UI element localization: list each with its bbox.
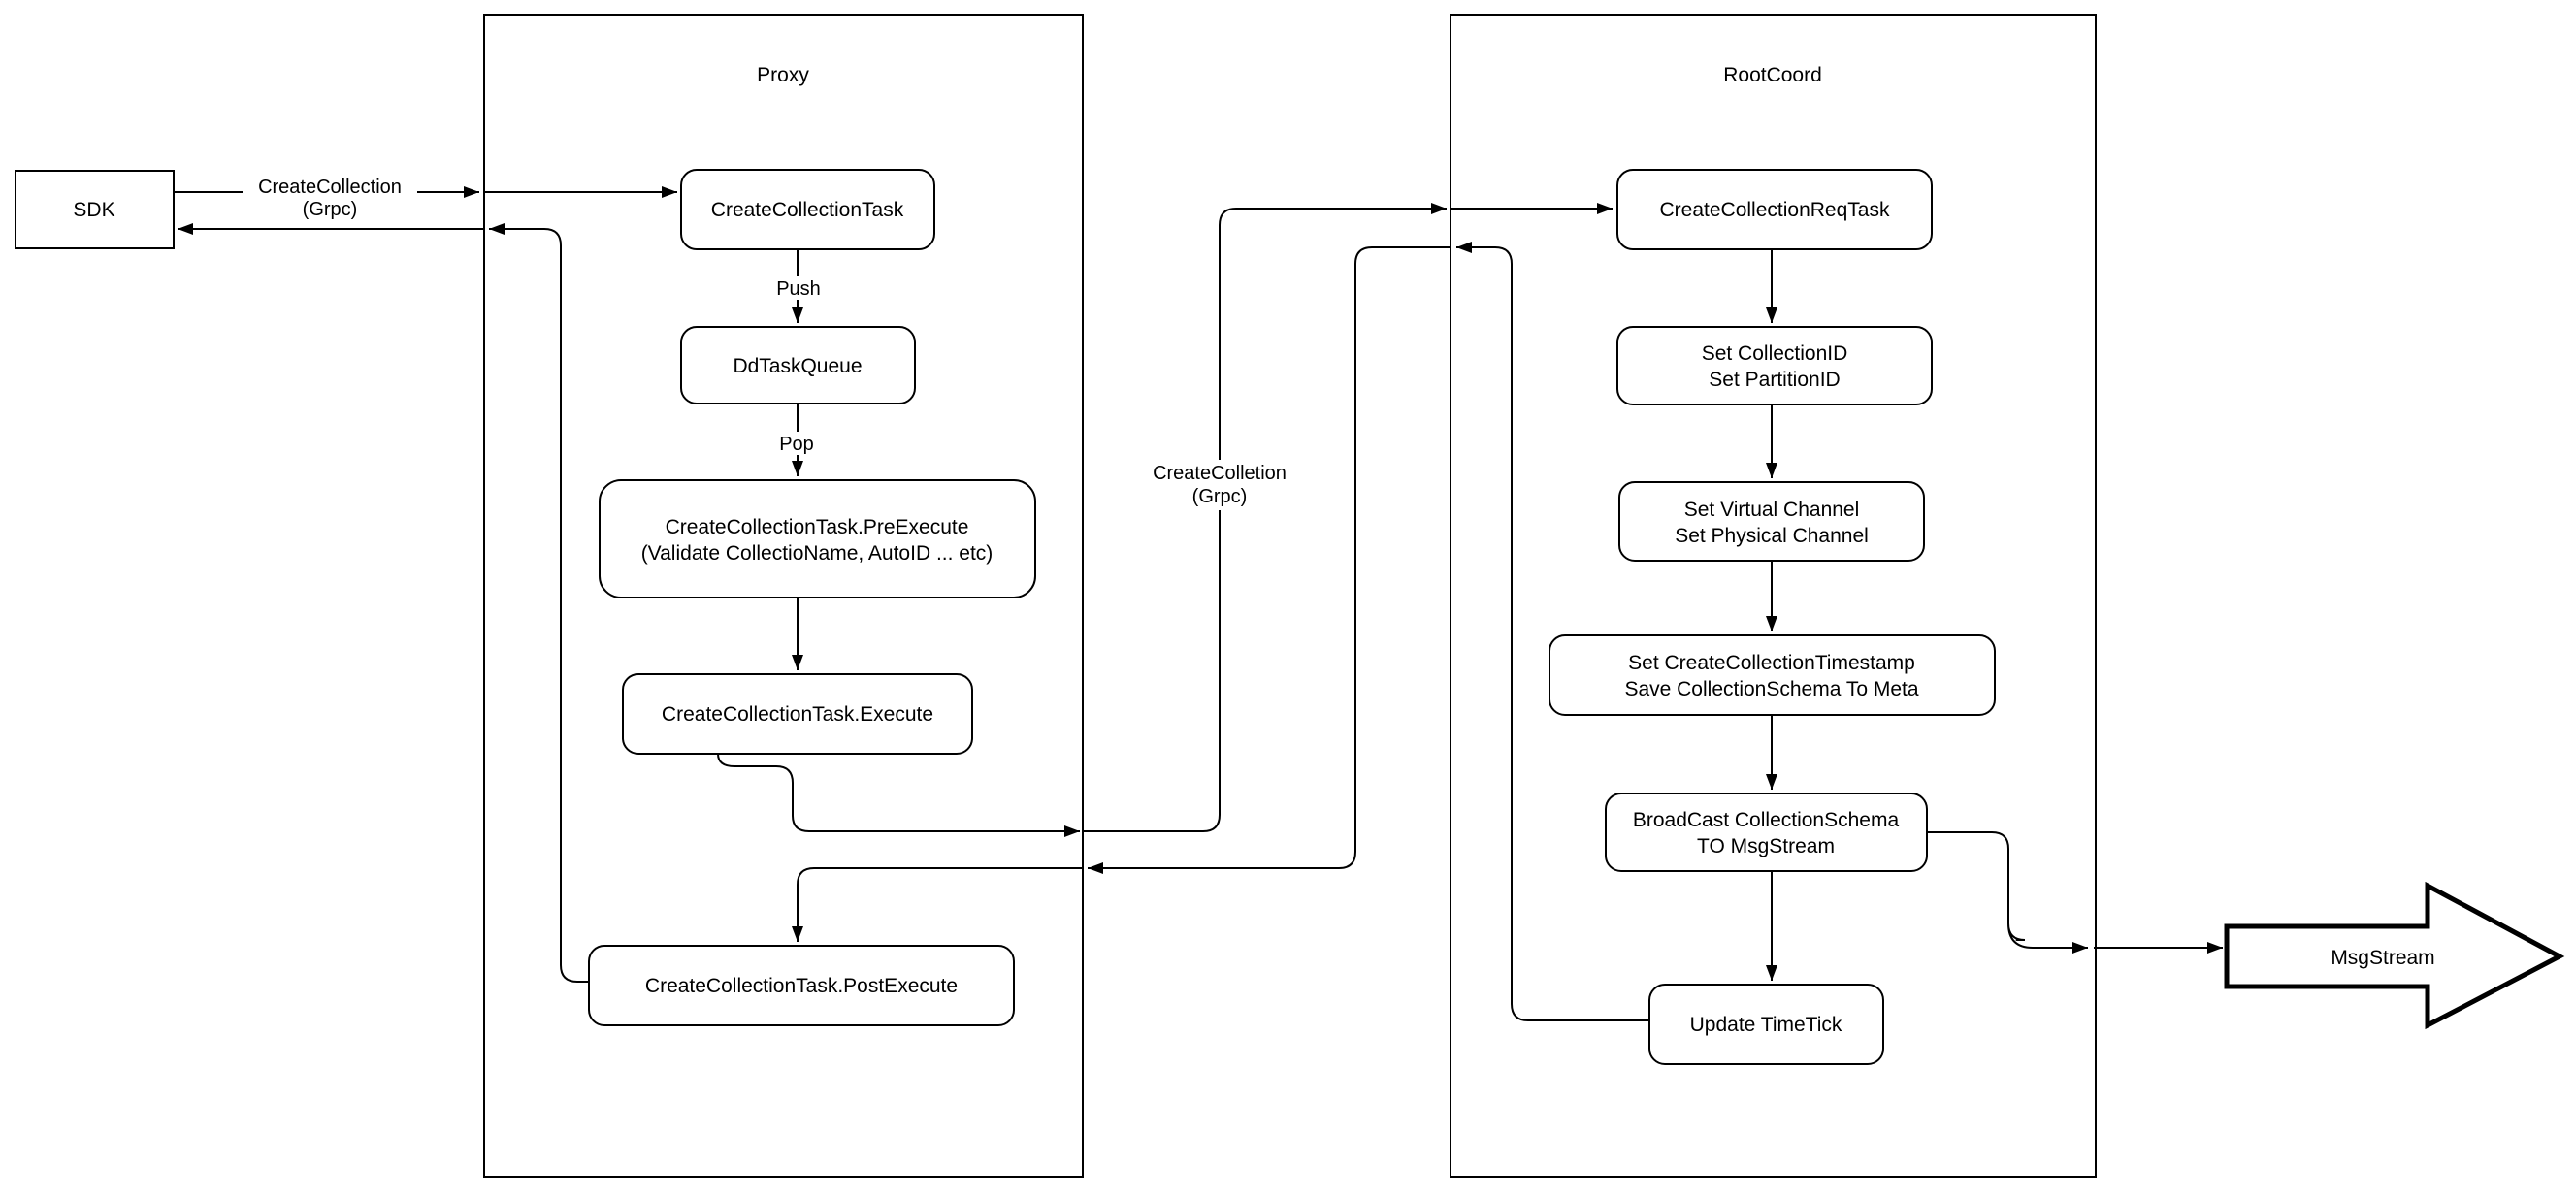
node-dd-task-queue: DdTaskQueue — [680, 326, 916, 404]
node-sdk-label: SDK — [73, 199, 114, 221]
node-broadcast-collection-schema: BroadCast CollectionSchema TO MsgStream — [1605, 793, 1928, 872]
proxy-container: Proxy — [483, 14, 1084, 1178]
rootcoord-container: RootCoord — [1450, 14, 2097, 1178]
node-set-collection-id: Set CollectionID Set PartitionID — [1616, 326, 1933, 405]
node-set-create-collection-timestamp-line2: Save CollectionSchema To Meta — [1624, 678, 1918, 700]
edge-execute-to-req-task — [717, 203, 1613, 837]
edge-label-create-colletion-grpc: CreateColletion (Grpc) — [1143, 460, 1296, 510]
node-broadcast-collection-schema-line1: BroadCast CollectionSchema — [1633, 809, 1900, 831]
node-set-virtual-channel-line1: Set Virtual Channel — [1684, 499, 1860, 521]
node-execute-label: CreateCollectionTask.Execute — [662, 703, 933, 726]
node-create-collection-req-task: CreateCollectionReqTask — [1616, 169, 1933, 250]
rootcoord-title: RootCoord — [1723, 64, 1822, 86]
node-sdk: SDK — [15, 170, 175, 249]
node-update-time-tick-label: Update TimeTick — [1690, 1014, 1842, 1036]
edge-label-create-collection-line2: (Grpc) — [303, 199, 358, 220]
node-set-collection-id-line1: Set CollectionID — [1702, 342, 1848, 365]
push-label: Push — [770, 276, 827, 300]
node-update-time-tick: Update TimeTick — [1648, 984, 1884, 1065]
edge-label-create-colletion-line2: (Grpc) — [1192, 486, 1248, 507]
push-label-text: Push — [776, 278, 821, 300]
msgstream-label: MsgStream — [2331, 947, 2434, 969]
node-set-virtual-channel-line2: Set Physical Channel — [1675, 525, 1869, 547]
edge-label-create-colletion-line1: CreateColletion — [1153, 463, 1287, 484]
node-set-virtual-channel: Set Virtual Channel Set Physical Channel — [1618, 481, 1925, 562]
node-create-collection-task-label: CreateCollectionTask — [711, 199, 904, 221]
node-pre-execute-line2: (Validate CollectioName, AutoID ... etc) — [641, 542, 994, 565]
node-execute: CreateCollectionTask.Execute — [622, 673, 973, 755]
proxy-title: Proxy — [757, 64, 809, 86]
node-post-execute-label: CreateCollectionTask.PostExecute — [645, 975, 958, 997]
node-create-collection-req-task-label: CreateCollectionReqTask — [1660, 199, 1890, 221]
node-pre-execute-line1: CreateCollectionTask.PreExecute — [666, 516, 969, 538]
node-set-collection-id-line2: Set PartitionID — [1709, 369, 1840, 391]
node-set-create-collection-timestamp: Set CreateCollectionTimestamp Save Colle… — [1549, 634, 1996, 716]
node-dd-task-queue-label: DdTaskQueue — [733, 355, 862, 377]
node-create-collection-task: CreateCollectionTask — [680, 169, 935, 250]
node-set-create-collection-timestamp-line1: Set CreateCollectionTimestamp — [1628, 652, 1915, 674]
edge-label-create-collection-line1: CreateCollection — [258, 177, 402, 198]
pop-label-text: Pop — [779, 434, 814, 455]
pop-label: Pop — [773, 432, 820, 455]
node-pre-execute: CreateCollectionTask.PreExecute (Validat… — [599, 479, 1036, 598]
edge-label-create-collection-grpc: CreateCollection (Grpc) — [243, 175, 417, 221]
edge-update-time-tick-to-post-execute — [792, 242, 1649, 1021]
msgstream-arrow-shape — [2224, 881, 2565, 1030]
msgstream-arrow: MsgStream — [2224, 881, 2565, 1030]
node-broadcast-collection-schema-line2: TO MsgStream — [1697, 835, 1835, 857]
node-post-execute: CreateCollectionTask.PostExecute — [588, 945, 1015, 1026]
edge-post-execute-to-sdk — [178, 223, 589, 983]
edge-broadcast-to-msgstream — [1926, 831, 2223, 948]
